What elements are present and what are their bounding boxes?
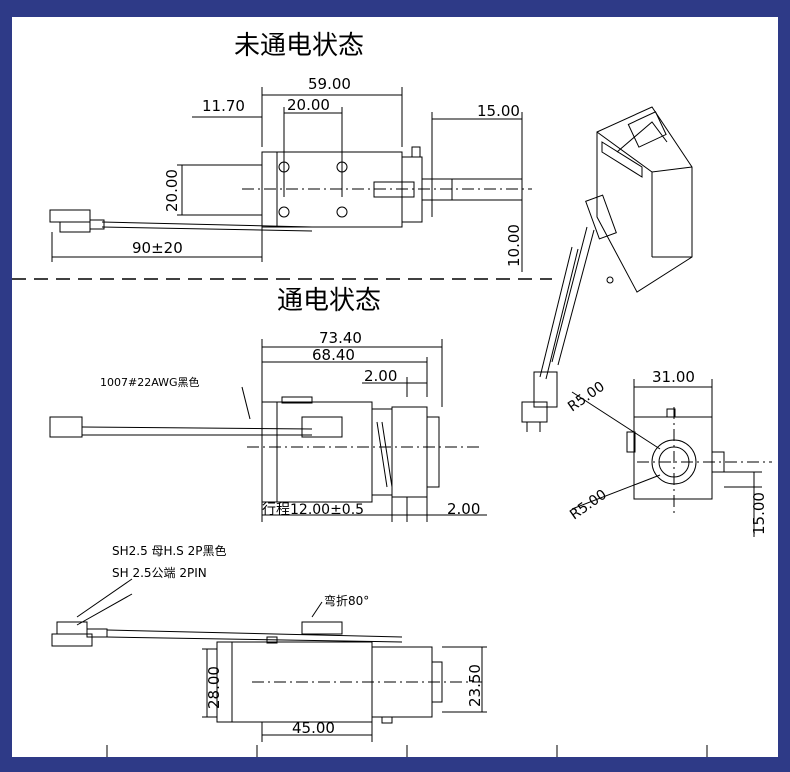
end-view bbox=[571, 379, 772, 537]
section2-drawing bbox=[49, 339, 487, 522]
drawing-sheet: 未通电状态 59.00 11.70 20.00 15.00 20.00 90±2… bbox=[12, 17, 778, 757]
section3-drawing bbox=[51, 578, 487, 742]
dim-left-offset: 11.70 bbox=[202, 97, 245, 115]
dim-vertical-offset: 10.00 bbox=[505, 224, 523, 267]
technical-drawing: 未通电状态 59.00 11.70 20.00 15.00 20.00 90±2… bbox=[12, 31, 772, 757]
dim-end-gap: 2.00 bbox=[447, 500, 480, 518]
section1-drawing bbox=[49, 87, 532, 272]
dim-total-length: 59.00 bbox=[308, 75, 351, 93]
sheet-ticks bbox=[106, 745, 708, 757]
dim-radius-top: R5.00 bbox=[565, 379, 608, 416]
dim-body-length: 68.40 bbox=[312, 346, 355, 364]
dim-body-width: 45.00 bbox=[292, 719, 335, 737]
dim-overall-length: 73.40 bbox=[319, 329, 362, 347]
dim-end-width: 31.00 bbox=[652, 368, 695, 386]
section2-title: 通电状态 bbox=[277, 286, 381, 316]
dim-stroke: 行程12.00±0.5 bbox=[262, 502, 364, 518]
wire-spec-note: 1007#22AWG黑色 bbox=[100, 375, 200, 389]
dim-plunger-extension: 15.00 bbox=[477, 102, 520, 120]
connector-note-male: SH 2.5公端 2PIN bbox=[112, 566, 207, 580]
dim-radius-bottom: R5.00 bbox=[567, 487, 610, 524]
section1-title: 未通电状态 bbox=[234, 31, 364, 61]
bend-note: 弯折80° bbox=[324, 593, 369, 608]
dim-body-height-right: 23.50 bbox=[466, 664, 484, 707]
dim-height: 20.00 bbox=[163, 169, 181, 212]
connector-note-female: SH2.5 母H.S 2P黑色 bbox=[112, 544, 226, 558]
dim-lead-length: 90±20 bbox=[132, 239, 183, 257]
dim-hole-pitch: 20.00 bbox=[287, 96, 330, 114]
dim-gap: 2.00 bbox=[364, 367, 397, 385]
dim-end-height: 15.00 bbox=[750, 492, 768, 535]
dim-body-height-left: 28.00 bbox=[205, 666, 223, 709]
isometric-view bbox=[521, 106, 693, 432]
